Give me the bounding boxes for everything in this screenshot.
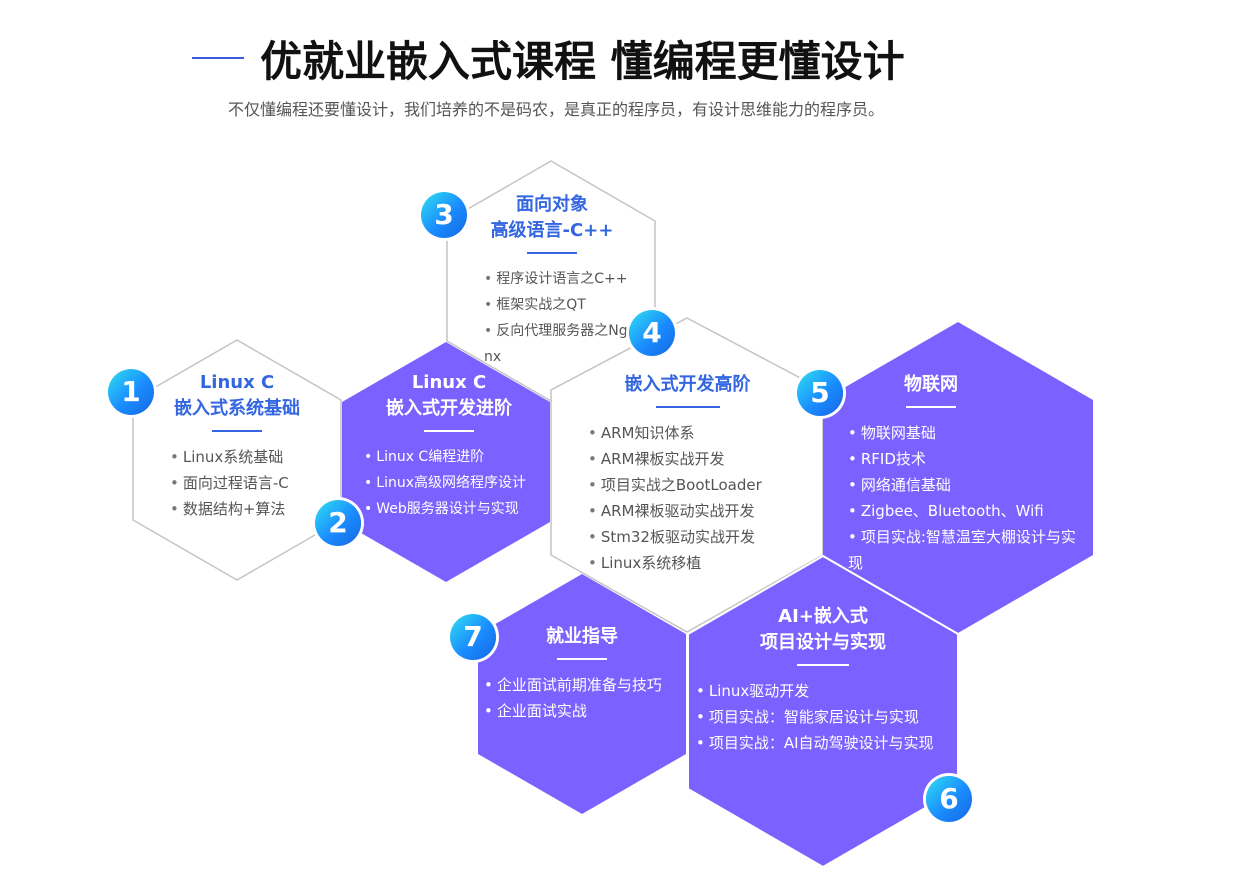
module-2-underline [424,430,474,432]
list-item: Web服务器设计与实现 [364,496,542,522]
list-item: 物联网基础 [848,420,1086,446]
list-item: ARM裸板实战开发 [588,446,795,472]
module-3: 面向对象 高级语言-C++ 程序设计语言之C++ 框架实战之QT 反向代理服务器… [468,192,636,370]
list-item: 框架实战之QT [484,292,636,318]
header: 优就业嵌入式课程 懂编程更懂设计 [192,26,905,90]
module-6-list: Linux驱动开发 项目实战：智能家居设计与实现 项目实战：AI自动驾驶设计与实… [694,678,952,756]
list-item: 企业面试实战 [484,698,682,724]
list-item: 项目实战：AI自动驾驶设计与实现 [696,730,952,756]
module-3-underline [527,252,577,254]
list-item: 反向代理服务器之Nginx [484,318,636,370]
list-item: Linux高级网络程序设计 [364,470,542,496]
module-1: Linux C 嵌入式系统基础 Linux系统基础 面向过程语言-C 数据结构+… [152,370,322,522]
module-1-title: Linux C 嵌入式系统基础 [174,372,300,419]
module-2: Linux C 嵌入式开发进阶 Linux C编程进阶 Linux高级网络程序设… [356,370,542,522]
list-item: 程序设计语言之C++ [484,266,636,292]
module-5-underline [906,406,956,408]
page-subtitle: 不仅懂编程还要懂设计，我们培养的不是码农，是真正的程序员，有设计思维能力的程序员… [228,100,885,119]
step-badge-7: 7 [450,614,496,660]
title-decoration-line [192,57,244,59]
list-item: Stm32板驱动实战开发 [588,524,795,550]
module-1-underline [212,430,262,432]
list-item: Linux C编程进阶 [364,444,542,470]
step-badge-4: 4 [629,310,675,356]
list-item: Linux系统移植 [588,550,795,576]
list-item: Linux系统基础 [170,444,322,470]
module-6: AI+嵌入式 项目设计与实现 Linux驱动开发 项目实战：智能家居设计与实现 … [694,604,952,756]
module-6-title: AI+嵌入式 项目设计与实现 [760,606,886,653]
module-2-list: Linux C编程进阶 Linux高级网络程序设计 Web服务器设计与实现 [356,444,542,522]
list-item: RFID技术 [848,446,1086,472]
step-badge-6: 6 [926,776,972,822]
step-badge-5: 5 [797,370,843,416]
module-3-title: 面向对象 高级语言-C++ [490,194,614,241]
list-item: 数据结构+算法 [170,496,322,522]
list-item: 项目实战：智能家居设计与实现 [696,704,952,730]
module-4-title: 嵌入式开发高阶 [624,374,751,395]
module-7: 就业指导 企业面试前期准备与技巧 企业面试实战 [482,624,682,724]
step-badge-3: 3 [421,192,467,238]
module-3-list: 程序设计语言之C++ 框架实战之QT 反向代理服务器之Nginx [468,266,636,370]
module-4: 嵌入式开发高阶 ARM知识体系 ARM裸板实战开发 项目实战之BootLoade… [580,372,795,576]
module-5-title: 物联网 [904,374,958,395]
module-2-title: Linux C 嵌入式开发进阶 [386,372,512,419]
module-6-underline [797,664,849,666]
list-item: 项目实战:智慧温室大棚设计与实现 [848,524,1086,576]
module-1-list: Linux系统基础 面向过程语言-C 数据结构+算法 [152,444,322,522]
list-item: ARM知识体系 [588,420,795,446]
list-item: Zigbee、Bluetooth、Wifi [848,498,1086,524]
list-item: ARM裸板驱动实战开发 [588,498,795,524]
module-7-list: 企业面试前期准备与技巧 企业面试实战 [482,672,682,724]
list-item: 网络通信基础 [848,472,1086,498]
module-7-title: 就业指导 [546,626,618,647]
module-7-underline [557,658,607,660]
module-5: 物联网 物联网基础 RFID技术 网络通信基础 Zigbee、Bluetooth… [846,372,1086,576]
module-4-underline [655,406,720,408]
module-5-list: 物联网基础 RFID技术 网络通信基础 Zigbee、Bluetooth、Wif… [846,420,1086,576]
module-4-list: ARM知识体系 ARM裸板实战开发 项目实战之BootLoader ARM裸板驱… [580,420,795,576]
page-title: 优就业嵌入式课程 懂编程更懂设计 [260,36,905,86]
list-item: 面向过程语言-C [170,470,322,496]
step-badge-2: 2 [315,500,361,546]
step-badge-1: 1 [108,369,154,415]
list-item: 企业面试前期准备与技巧 [484,672,682,698]
list-item: 项目实战之BootLoader [588,472,795,498]
list-item: Linux驱动开发 [696,678,952,704]
